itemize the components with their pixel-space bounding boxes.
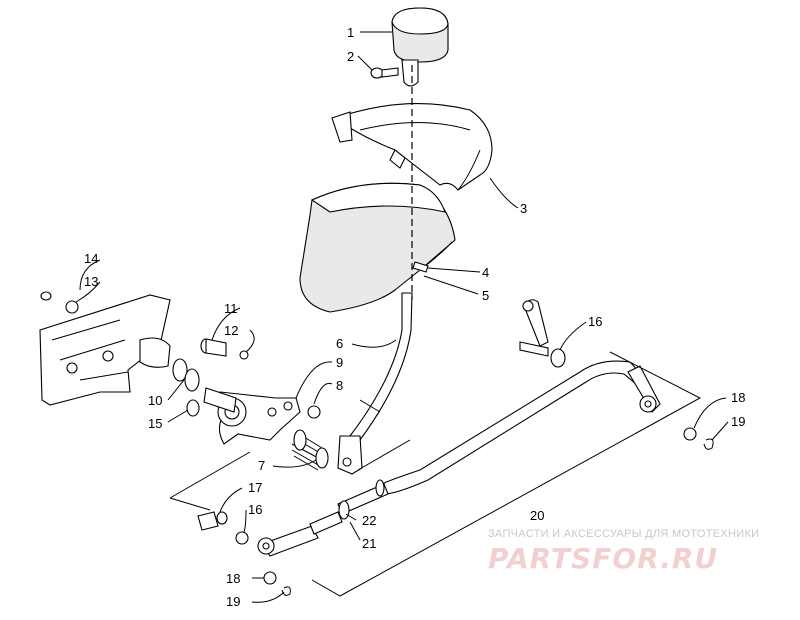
grommet <box>412 261 429 273</box>
clip-19-upper <box>703 438 714 450</box>
callout-12: 12 <box>224 323 238 338</box>
callout-15: 15 <box>148 416 162 431</box>
watermark-tagline: ЗАПЧАСТИ И АКСЕССУАРЫ ДЛЯ МОТОТЕХНИКИ <box>488 528 759 540</box>
return-spring <box>291 429 329 471</box>
assembly-brackets <box>169 351 702 597</box>
callout-5: 5 <box>482 288 489 303</box>
washer-16-lower <box>235 531 249 545</box>
callout-22: 22 <box>362 513 376 528</box>
callout-18-lower: 18 <box>226 571 240 586</box>
rod-end-upper <box>627 365 661 413</box>
shift-knob <box>391 7 449 87</box>
watermark-logo: PARTSFOR.RU <box>488 542 718 575</box>
washer-8 <box>307 405 321 419</box>
callout-8: 8 <box>336 378 343 393</box>
frame-mount <box>39 291 171 406</box>
bellcrank-link <box>519 299 566 368</box>
callout-3: 3 <box>520 201 527 216</box>
callout-18-upper: 18 <box>731 390 745 405</box>
callout-6: 6 <box>336 336 343 351</box>
callout-13: 13 <box>84 274 98 289</box>
callout-19-lower: 19 <box>226 594 240 609</box>
washer-18-upper <box>683 427 697 441</box>
clip-19-lower <box>281 586 291 596</box>
leader-lines <box>75 31 729 603</box>
callout-20: 20 <box>530 508 544 523</box>
pivot-bolt <box>200 338 249 360</box>
knob-screw <box>370 67 399 79</box>
watermark: ЗАПЧАСТИ И АКСЕССУАРЫ ДЛЯ МОТОТЕХНИКИ PA… <box>488 528 759 575</box>
pivot-bracket <box>203 387 301 445</box>
rod-end-lower <box>257 511 343 557</box>
callout-1: 1 <box>347 25 354 40</box>
callout-17: 17 <box>248 480 262 495</box>
callout-16-upper: 16 <box>588 314 602 329</box>
o-ring-a <box>172 358 188 382</box>
boot-cover <box>299 182 456 313</box>
callout-11: 11 <box>224 301 238 316</box>
callout-7: 7 <box>258 458 265 473</box>
callout-4: 4 <box>482 265 489 280</box>
washer-18-lower <box>263 571 277 585</box>
callout-19-upper: 19 <box>731 414 745 429</box>
callout-21: 21 <box>362 536 376 551</box>
upper-shroud <box>331 103 493 191</box>
o-ring-b <box>184 368 200 392</box>
shift-lever <box>337 292 413 475</box>
callout-labels: 1 2 3 4 5 6 7 8 9 10 11 12 13 14 15 16 1… <box>84 25 745 609</box>
ball-stud <box>197 511 228 531</box>
washer-15 <box>186 399 200 417</box>
callout-14: 14 <box>84 251 98 266</box>
callout-2: 2 <box>347 49 354 64</box>
callout-10: 10 <box>148 393 162 408</box>
callout-9: 9 <box>336 355 343 370</box>
callout-16-lower: 16 <box>248 502 262 517</box>
